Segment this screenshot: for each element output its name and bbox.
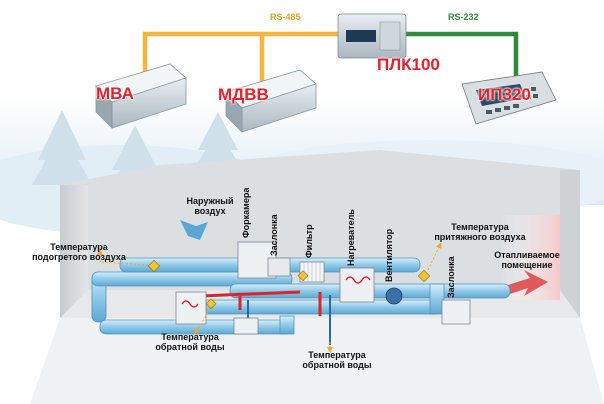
heater-coil [345, 276, 371, 284]
rs232-bus-line [401, 31, 519, 83]
leader-supply-air [427, 242, 442, 271]
plc-module [337, 13, 407, 59]
rs485-bus-line [142, 31, 343, 81]
heated-room-label: Отапливаемое помещение [494, 250, 560, 270]
damper-left-unit [267, 257, 291, 277]
filter-label: Фильтр [304, 224, 314, 258]
prechamber-label: Форкамера [241, 187, 251, 238]
valve-box [233, 317, 259, 335]
outside-air-arrow [180, 220, 208, 240]
return-water-temp-left-label: Температура обратной воды [155, 332, 225, 352]
leader-return-left [194, 305, 213, 335]
rs485-label: RS-485 [270, 12, 301, 22]
damper-left-label: Заслонка [269, 214, 279, 256]
heated-air-temp-label: Температура подогретого воздуха [32, 242, 126, 262]
mdvv-module [225, 69, 317, 133]
heater-unit [339, 267, 375, 303]
damper-right-label: Заслонка [446, 256, 456, 298]
temperature-sensor-icon [147, 259, 431, 310]
left-wall [60, 185, 88, 318]
damper-right-unit [441, 299, 471, 325]
water-heater-unit [175, 291, 207, 325]
rs232-label: RS-232 [448, 12, 479, 22]
fan-unit [385, 287, 403, 305]
leader-heated-air [97, 249, 149, 266]
mva-module [95, 63, 187, 129]
heater-label: Нагреватель [346, 209, 356, 266]
outside-air-label: Наружный воздух [186, 196, 234, 216]
right-wall [560, 170, 580, 318]
operator-panel [461, 71, 557, 125]
plc-label: ПЛК100 [377, 55, 440, 74]
fan-label: Вентилятор [384, 228, 394, 282]
hot-water-pipes [199, 290, 322, 316]
filter-grid [303, 262, 321, 282]
supply-air-arrow [508, 270, 548, 296]
mdvv-label: МДВВ [218, 85, 269, 104]
return-water-temp-center-label: Температура обратной воды [302, 350, 372, 370]
supply-air-temp-label: Температура притяжного воздуха [434, 222, 526, 242]
floor [30, 318, 604, 404]
mva-label: МВА [96, 84, 134, 103]
panel-label: ИП320 [478, 85, 531, 104]
